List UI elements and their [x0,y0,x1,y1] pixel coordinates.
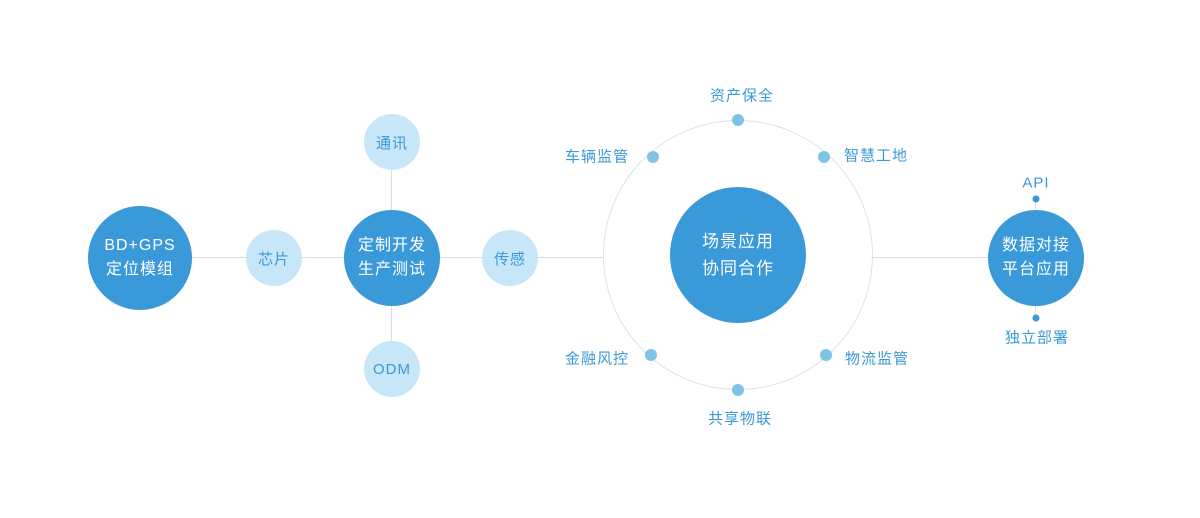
api-dot [1032,195,1040,203]
node-scenario-line2: 协同合作 [702,259,774,278]
node-custom-dev-line1: 定制开发 [357,237,426,254]
node-chip-label: 芯片 [257,250,290,268]
node-data-platform: 数据对接 平台应用 [988,210,1084,306]
ring-dot-logistics [820,349,832,361]
node-data-platform-line1: 数据对接 [1001,237,1070,254]
ring-label-sharing: 共享物联 [707,410,773,428]
node-bd-gps-line1: BD+GPS [104,237,176,254]
node-custom-dev: 定制开发 生产测试 [344,210,440,306]
node-data-platform-line2: 平台应用 [1001,261,1070,278]
node-chip: 芯片 [246,230,302,286]
node-sensor: 传感 [482,230,538,286]
connector-api-platform [1035,199,1036,212]
ring-label-finance: 金融风控 [564,350,630,368]
node-bd-gps-line2: 定位模组 [105,261,174,278]
ring-label-logistics: 物流监管 [844,350,910,368]
api-label: API [1022,174,1050,192]
node-odm: ODM [364,341,420,397]
ring-label-asset: 资产保全 [709,87,775,105]
deploy-dot [1032,314,1040,322]
node-communication: 通讯 [364,114,420,170]
ring-dot-finance [645,349,657,361]
ring-dot-vehicle [647,151,659,163]
node-scenario-center: 场景应用 协同合作 [670,187,806,323]
node-sensor-label: 传感 [493,250,526,268]
ring-dot-site [818,151,830,163]
node-odm-label: ODM [373,360,411,378]
ring-label-vehicle: 车辆监管 [564,148,630,166]
connector-ring-platform [872,257,1036,258]
ring-dot-sharing [732,384,744,396]
ring-label-site: 智慧工地 [843,147,909,165]
node-scenario-line1: 场景应用 [702,232,774,251]
node-custom-dev-line2: 生产测试 [357,261,426,278]
ring-dot-asset [732,114,744,126]
node-bd-gps-module: BD+GPS 定位模组 [88,206,192,310]
node-communication-label: 通讯 [375,134,408,152]
connector-platform-deploy [1035,305,1036,319]
deploy-label: 独立部署 [1004,329,1070,347]
